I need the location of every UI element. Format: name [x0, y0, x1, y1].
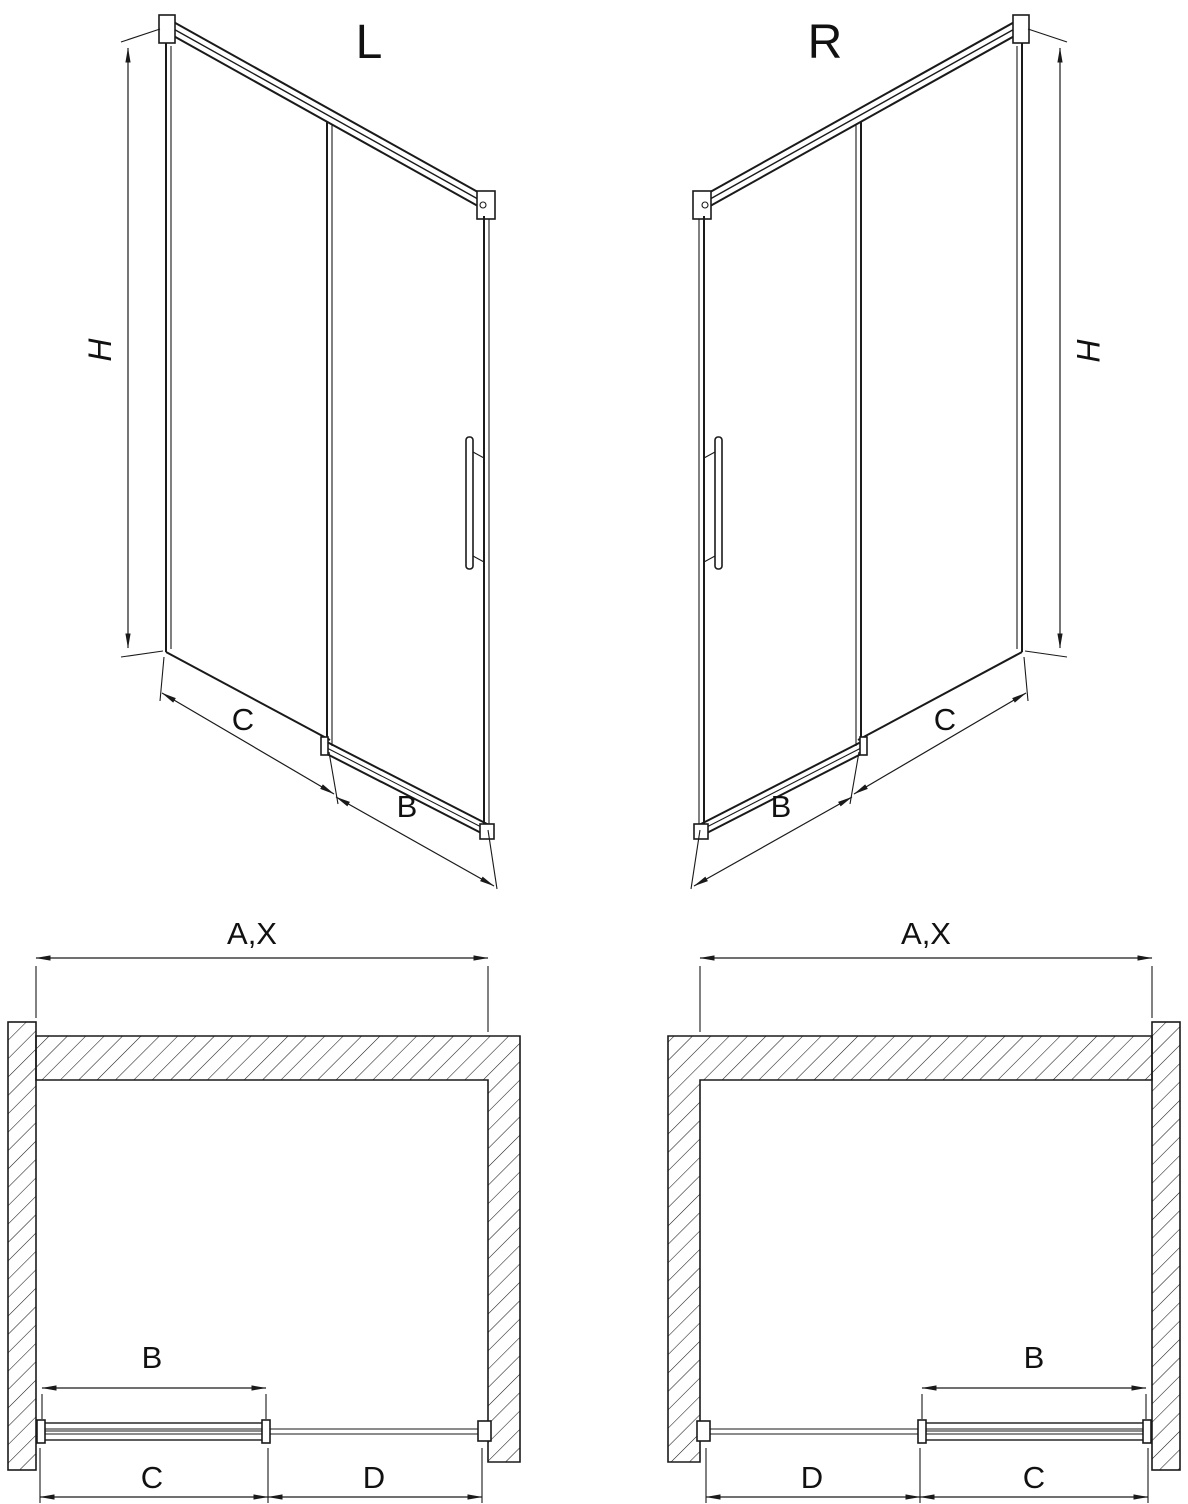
roller-icon	[701, 201, 709, 209]
wall-left	[7, 1021, 37, 1471]
plan-view-right: A,X B D C	[667, 916, 1181, 1503]
dimension-c-right: C	[849, 656, 1029, 805]
dim-label-c: C	[934, 702, 956, 737]
wall-right	[1151, 1021, 1181, 1471]
dimension-h-right: H	[1024, 28, 1106, 658]
dim-label-b: B	[771, 789, 792, 824]
dim-label-h: H	[1070, 338, 1106, 362]
dim-label-ax: A,X	[901, 916, 951, 951]
track-cap	[320, 736, 329, 756]
door-handle	[703, 436, 723, 570]
wall-top-right	[35, 1035, 521, 1463]
wall-profile	[696, 1420, 711, 1442]
dim-label-c: C	[1023, 1460, 1045, 1495]
view-label-right: R	[808, 16, 843, 69]
wall-profile	[477, 1420, 492, 1442]
shower-door-iso-right	[692, 14, 1030, 840]
shower-door-iso-left	[158, 14, 496, 840]
panel-cap	[917, 1419, 927, 1444]
track-foot	[693, 823, 709, 840]
dim-label-d: D	[801, 1460, 823, 1495]
roller-icon	[479, 201, 487, 209]
dimension-c-left: C	[159, 656, 339, 805]
dimension-ax-right: A,X	[699, 916, 1153, 1032]
dim-label-c: C	[141, 1460, 163, 1495]
dim-label-b: B	[397, 789, 418, 824]
dimension-b-left: B	[335, 789, 498, 890]
track-cap	[859, 736, 868, 756]
door-plan	[36, 1419, 492, 1444]
dimension-ax-left: A,X	[35, 916, 489, 1032]
dimension-dc-plan-right: D C	[705, 1448, 1149, 1503]
dimension-b-plan-left: B	[41, 1340, 267, 1419]
door-handle	[465, 436, 485, 570]
rail-end-cap	[158, 14, 176, 44]
iso-view-left: L	[82, 14, 498, 890]
view-label-left: L	[356, 16, 383, 69]
dimension-b-plan-right: B	[921, 1340, 1147, 1419]
panel-cap	[261, 1419, 271, 1444]
dimension-cd-plan-left: C D	[39, 1448, 483, 1503]
track-foot	[479, 823, 495, 840]
dim-label-b: B	[142, 1340, 163, 1375]
rail-end-cap	[1012, 14, 1030, 44]
wall-top-left	[667, 1035, 1153, 1463]
dimension-b-right: B	[690, 789, 853, 890]
dim-label-b: B	[1024, 1340, 1045, 1375]
dim-label-h: H	[82, 338, 118, 362]
dim-label-ax: A,X	[227, 916, 277, 951]
panel-cap	[1142, 1419, 1152, 1444]
dim-label-c: C	[232, 702, 254, 737]
panel-cap	[36, 1419, 46, 1444]
dimension-h-left: H	[82, 28, 164, 658]
dim-label-d: D	[363, 1460, 385, 1495]
door-plan	[696, 1419, 1152, 1444]
iso-view-right: R	[690, 14, 1106, 890]
plan-view-left: A,X B C D	[7, 916, 521, 1503]
